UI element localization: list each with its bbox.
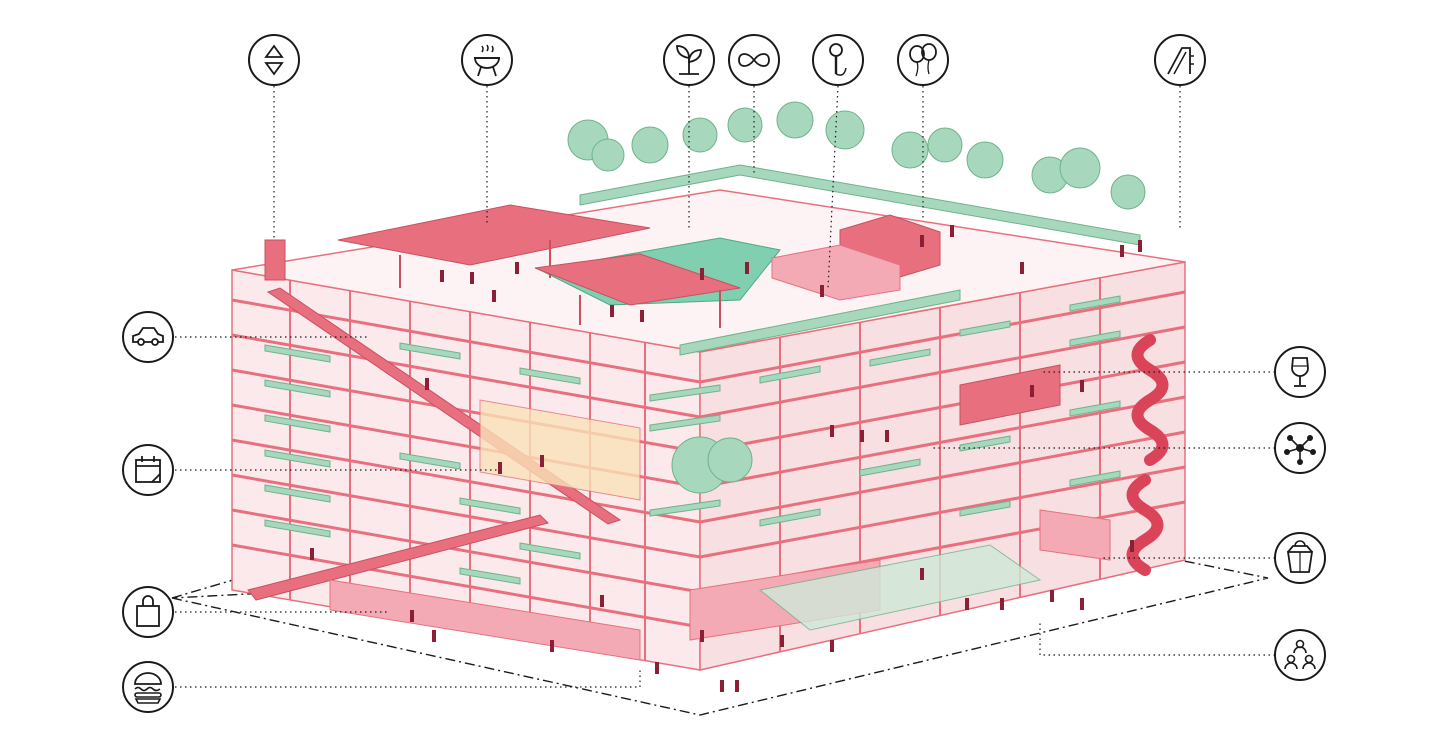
roof-perimeter-planter	[679, 289, 961, 356]
barbecue-grill-icon	[461, 34, 513, 86]
roof-canopy-large	[337, 204, 651, 266]
balcony-planters	[264, 295, 1121, 585]
roof-terrace-wall	[771, 244, 901, 301]
network-icon	[1274, 422, 1326, 474]
elevator-tower	[264, 239, 286, 281]
community-people-icon	[1274, 629, 1326, 681]
diagonal-ramp-lower	[247, 514, 549, 601]
microphone-icon	[812, 34, 864, 86]
ground-shopfront	[329, 579, 641, 661]
leader-lines	[175, 85, 1275, 688]
shopping-bag-icon	[122, 586, 174, 638]
wine-glass-icon	[1274, 346, 1326, 398]
wine-bar-room	[959, 364, 1061, 426]
burger-icon	[122, 661, 174, 713]
sprout-icon	[663, 34, 715, 86]
ground-green-court	[758, 544, 1042, 631]
people-figures	[310, 225, 1142, 692]
spiral-slide	[1126, 334, 1169, 576]
infinity-loop-icon	[728, 34, 780, 86]
ground-takeout	[1039, 509, 1111, 561]
elevator-icon	[248, 34, 300, 86]
slide-icon	[1154, 34, 1206, 86]
building-volume	[231, 101, 1186, 671]
balloons-icon	[897, 34, 949, 86]
atrium-glazing	[479, 399, 641, 501]
car-icon	[122, 311, 174, 363]
calendar-icon	[122, 444, 174, 496]
takeout-box-icon	[1274, 532, 1326, 584]
roof-canopy-small	[534, 253, 741, 306]
